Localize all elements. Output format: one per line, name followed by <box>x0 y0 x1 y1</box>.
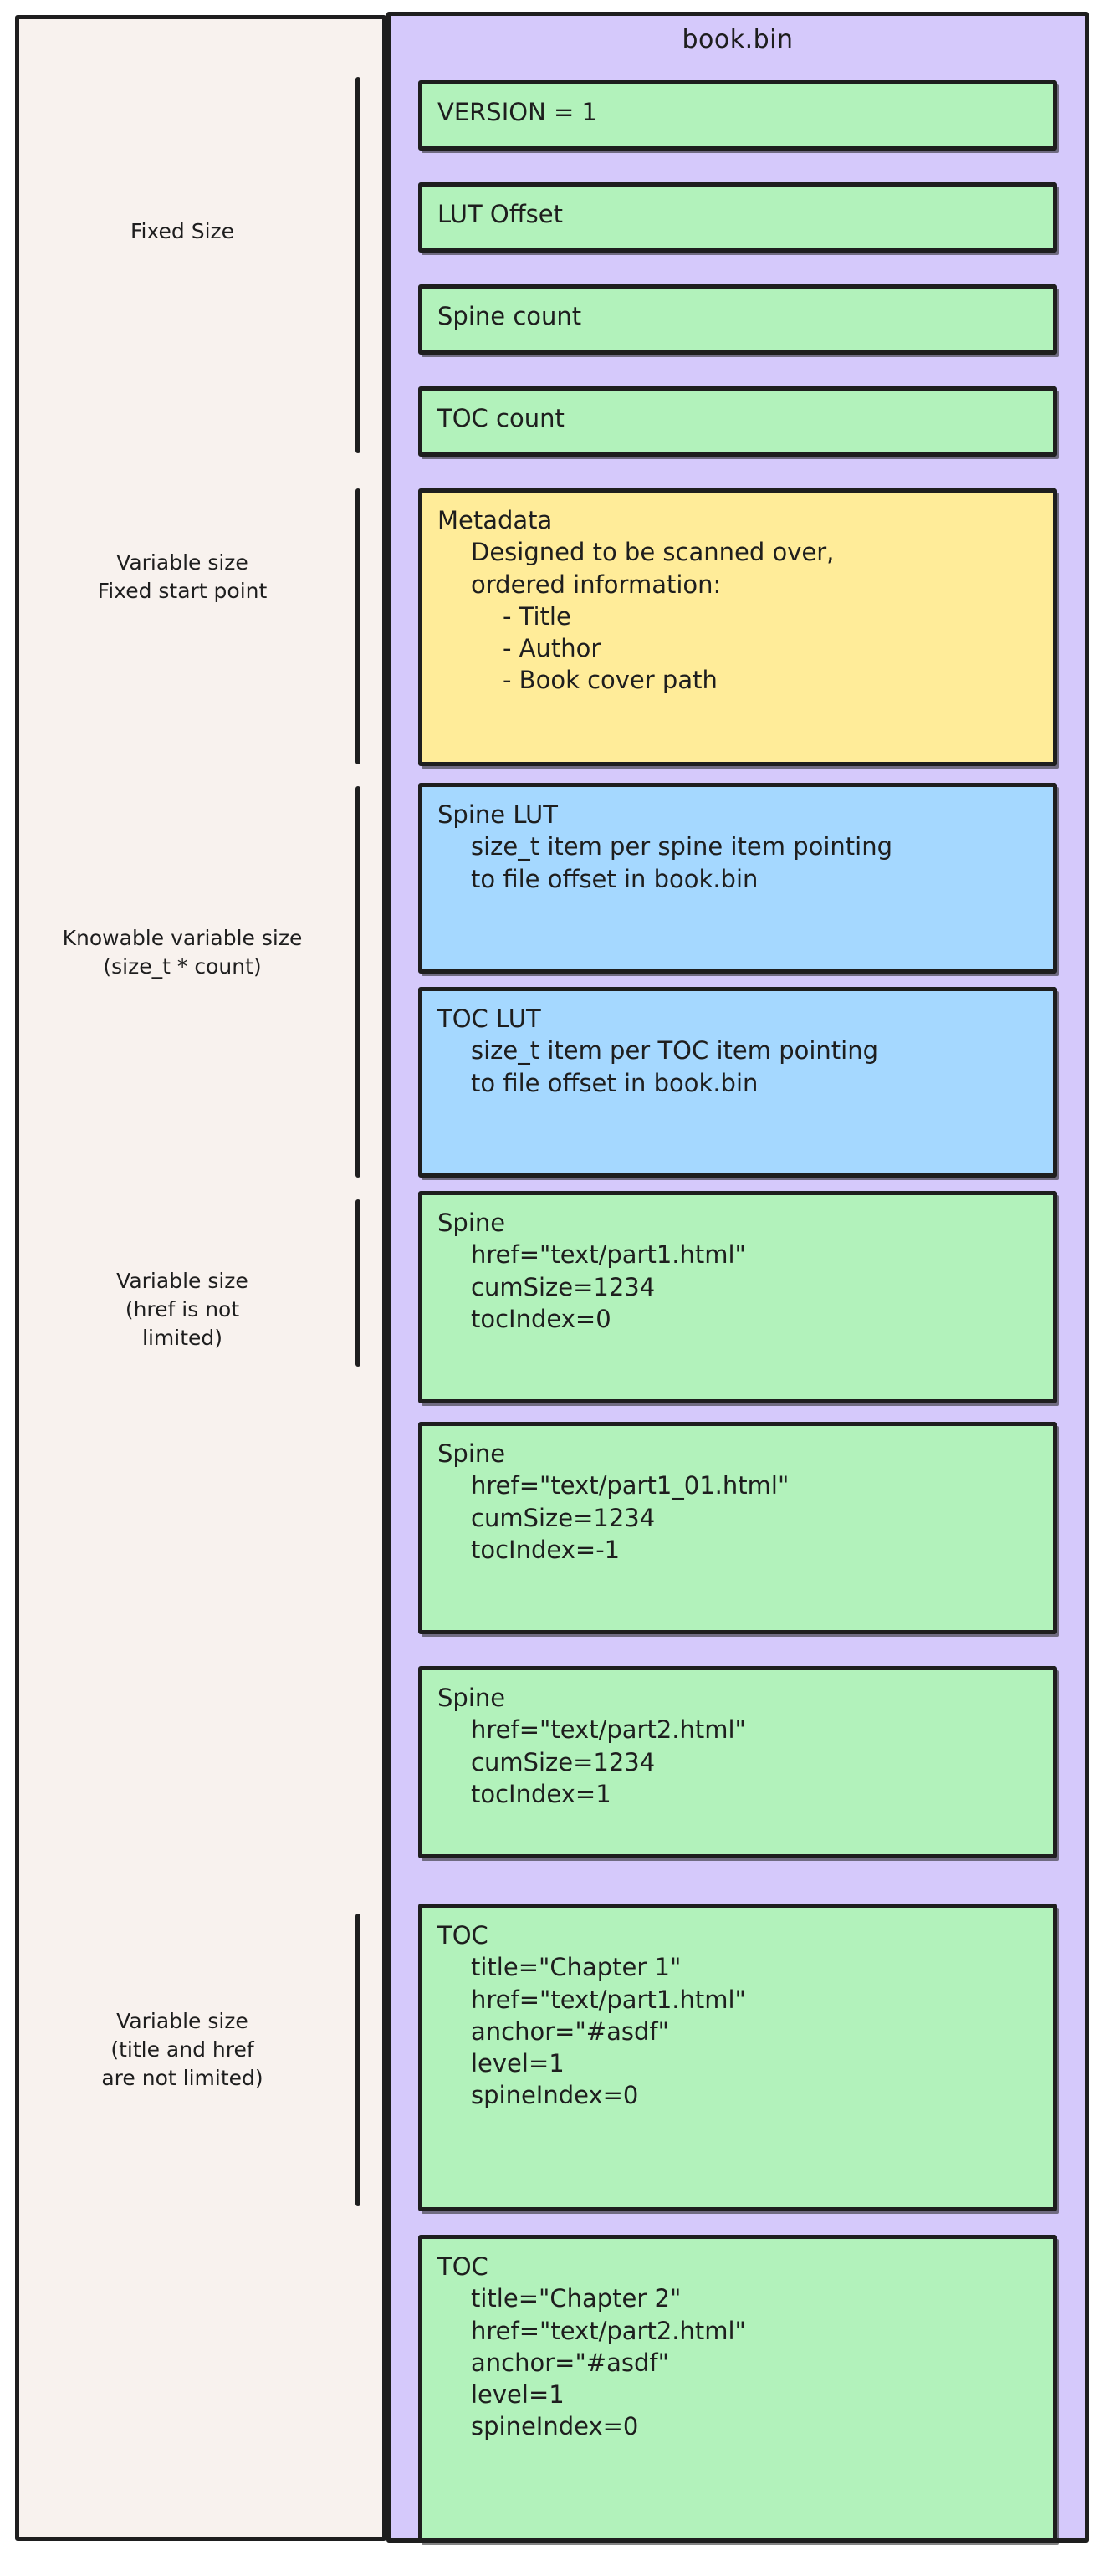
annotations-panel <box>15 15 386 2541</box>
label-line: (href is not <box>125 1296 240 1321</box>
record-spine-3: Spine href="text/part2.html"cumSize=1234 t… <box>418 1666 1057 1858</box>
record-line: cumSize=1234 <box>471 1747 656 1776</box>
record-line: tocIndex=1 <box>471 1779 611 1808</box>
record-line: href="text/part1.html" <box>471 1240 746 1270</box>
record-line: Spine count <box>437 302 582 330</box>
label-line: Fixed Size <box>130 219 235 243</box>
label-line: (size_t * count) <box>103 953 262 979</box>
record-spine-lut: Spine LUT size_t item per spine item poin… <box>418 783 1057 974</box>
bracket-variable-title-href <box>355 1914 360 2206</box>
label-line: (title and href <box>110 2037 254 2062</box>
record-line: tocIndex=-1 <box>471 1535 621 1564</box>
label-line: Variable size <box>116 2009 248 2033</box>
record-line: level=1 <box>471 2380 565 2410</box>
record-line: VERSION = 1 <box>437 98 597 126</box>
record-line: to file offset in book.bin <box>471 864 759 893</box>
label-knowable-variable-size: Knowable variable size (size_t * count) <box>23 924 341 981</box>
label-variable-title-href: Variable size (title and href are not limi… <box>23 2007 341 2092</box>
record-line: size_t item per TOC item pointing <box>471 1036 878 1066</box>
file-title: book.bin <box>682 25 794 54</box>
record-spine-1: Spine href="text/part1.html"cumSize=1234 t… <box>418 1191 1057 1403</box>
record-line: spineIndex=0 <box>471 2081 639 2110</box>
record-line: href="text/part2.html" <box>471 2316 746 2345</box>
record-line: href="text/part2.html" <box>471 1715 746 1745</box>
record-line: Designed to be scanned over, <box>471 538 835 567</box>
label-line: Variable size <box>116 550 248 575</box>
record-line: TOC <box>437 2252 488 2281</box>
label-line: Fixed start point <box>97 578 268 603</box>
record-version: VERSION = 1 <box>418 80 1057 151</box>
bracket-variable-fixed-start <box>355 488 360 764</box>
record-toc-lut: TOC LUT size_t item per TOC item pointing… <box>418 987 1057 1178</box>
record-line: Spine <box>437 1439 506 1468</box>
record-lut-offset: LUT Offset <box>418 182 1057 253</box>
record-spine-count: Spine count <box>418 284 1057 355</box>
record-line: TOC LUT <box>437 1004 541 1033</box>
record-line: Metadata <box>437 506 553 534</box>
record-toc-2: TOC title="Chapter 2" href="text/part2.htm… <box>418 2235 1057 2543</box>
label-line: Variable size <box>116 1269 248 1293</box>
record-line: - Book cover path <box>503 666 718 695</box>
record-line: to file offset in book.bin <box>471 1068 759 1097</box>
label-line: are not limited) <box>101 2065 263 2090</box>
record-line: - Title <box>503 601 571 631</box>
record-line: spineIndex=0 <box>471 2412 639 2441</box>
record-line: TOC <box>437 1921 488 1950</box>
record-line: cumSize=1234 <box>471 1272 656 1301</box>
record-line: title="Chapter 1" <box>471 1953 682 1982</box>
record-line: href="text/part1.html" <box>471 1985 746 2014</box>
record-line: cumSize=1234 <box>471 1503 656 1532</box>
label-fixed-size: Fixed Size <box>23 217 341 246</box>
record-line: Spine <box>437 1209 506 1237</box>
record-line: tocIndex=0 <box>471 1304 611 1333</box>
record-line: TOC count <box>437 404 565 432</box>
record-toc-1: TOC title="Chapter 1" href="text/part1.htm… <box>418 1904 1057 2211</box>
bracket-knowable-variable-size <box>355 786 360 1178</box>
bracket-variable-href <box>355 1199 360 1367</box>
label-variable-href: Variable size (href is not limited) <box>23 1267 341 1352</box>
record-line: - Author <box>503 634 601 663</box>
label-line: limited) <box>142 1325 222 1350</box>
record-line: anchor="#asdf" <box>471 2348 669 2377</box>
record-line: href="text/part1_01.html" <box>471 1471 790 1500</box>
record-line: ordered information: <box>471 570 722 599</box>
record-line: Spine LUT <box>437 800 558 829</box>
record-line: Spine <box>437 1684 506 1712</box>
record-line: anchor="#asdf" <box>471 2016 669 2046</box>
bracket-fixed-size <box>355 77 360 453</box>
record-line: LUT Offset <box>437 200 563 228</box>
record-toc-count: TOC count <box>418 386 1057 457</box>
label-line: Knowable variable size <box>62 926 303 950</box>
record-line: level=1 <box>471 2049 565 2078</box>
record-spine-2: Spine href="text/part1_01.html" cumSize=12… <box>418 1422 1057 1634</box>
record-line: title="Chapter 2" <box>471 2284 682 2313</box>
record-line: size_t item per spine item pointing <box>471 832 893 861</box>
